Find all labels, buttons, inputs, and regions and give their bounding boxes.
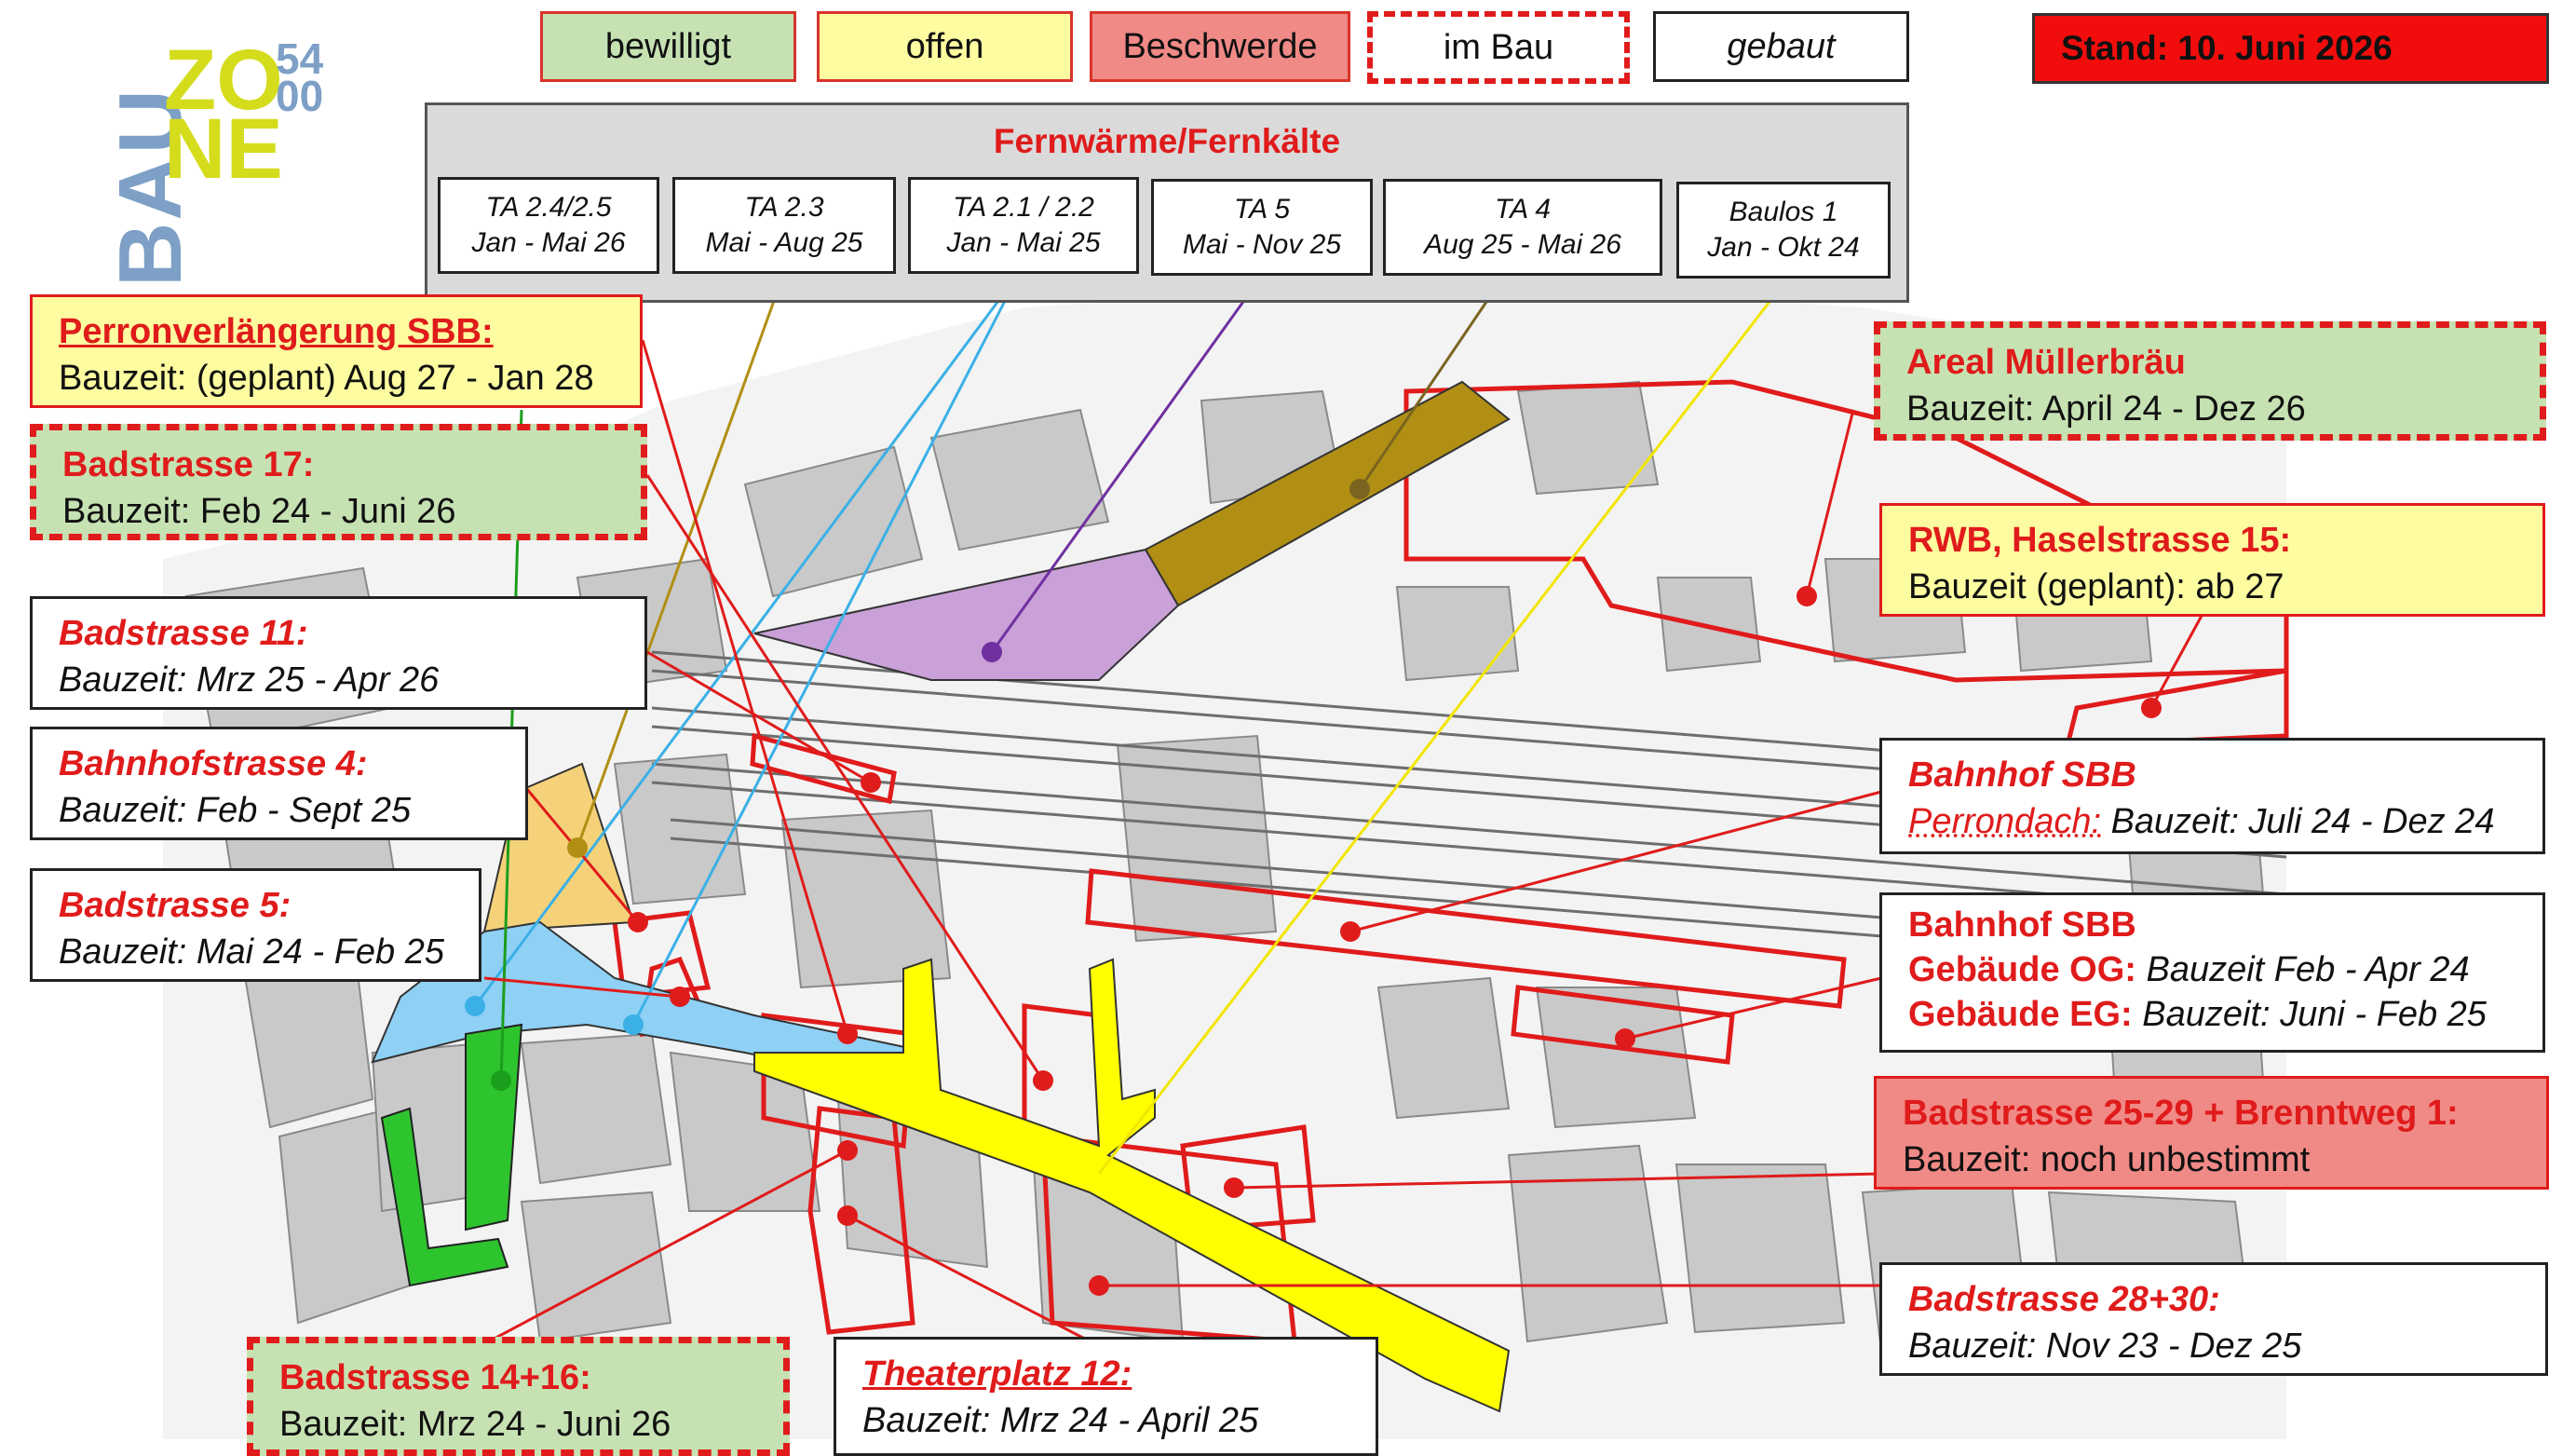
legend-beschwerde: Beschwerde	[1090, 11, 1350, 82]
label-badstrasse-28-30: Badstrasse 28+30: Bauzeit: Nov 23 - Dez …	[1879, 1262, 2548, 1376]
label-time: Bauzeit: Mrz 25 - Apr 26	[59, 660, 440, 700]
ta-section-5: Baulos 1 Jan - Okt 24	[1676, 182, 1891, 279]
label-sub: Perrondach:	[1908, 802, 2102, 841]
label-time: Bauzeit: April 24 - Dez 26	[1906, 389, 2306, 429]
logo-ne: NE	[164, 102, 283, 197]
label-badstrasse-11: Badstrasse 11: Bauzeit: Mrz 25 - Apr 26	[30, 596, 647, 710]
label-title: RWB, Haselstrasse 15:	[1908, 521, 2292, 560]
ta-section-name: TA 5	[1233, 194, 1290, 225]
ta-section-3: TA 5 Mai - Nov 25	[1151, 179, 1373, 276]
label-title: Badstrasse 5:	[59, 886, 291, 925]
label-time: Bauzeit: noch unbestimmt	[1903, 1140, 2311, 1179]
legend-offen-label: offen	[905, 26, 984, 66]
ta-section-name: TA 4	[1494, 194, 1551, 225]
label-title: Theaterplatz 12:	[862, 1354, 1132, 1394]
label-bahnhof-sbb-perrondach: Bahnhof SBB Perrondach: Bauzeit: Juli 24…	[1879, 738, 2545, 854]
ta-section-name: TA 2.3	[744, 192, 824, 223]
label-rwb-haselstrasse: RWB, Haselstrasse 15: Bauzeit (geplant):…	[1879, 503, 2545, 617]
zone-purple-ta5	[753, 548, 1180, 681]
label-areal-muellerbraeu: Areal Müllerbräu Bauzeit: April 24 - Dez…	[1874, 321, 2546, 441]
label-og-time: Bauzeit Feb - Apr 24	[2135, 950, 2470, 989]
label-title: Badstrasse 17:	[62, 445, 315, 484]
legend-offen: offen	[817, 11, 1073, 82]
label-perronverlaengerung: Perronverlängerung SBB: Bauzeit: (geplan…	[30, 294, 643, 408]
label-eg-title: Gebäude EG:	[1908, 995, 2133, 1034]
label-time: Bauzeit: Nov 23 - Dez 25	[1908, 1327, 2302, 1366]
label-time: Bauzeit (geplant): ab 27	[1908, 567, 2285, 606]
legend-im-bau: im Bau	[1367, 11, 1630, 84]
label-time-text: Bauzeit: Juli 24 - Dez 24	[2101, 802, 2495, 841]
label-title: Bahnhofstrasse 4:	[59, 744, 368, 783]
zone-green-bad	[380, 1107, 509, 1287]
label-title: Areal Müllerbräu	[1906, 343, 2186, 382]
ta-section-period: Mai - Aug 25	[705, 227, 863, 258]
label-badstrasse-5: Badstrasse 5: Bauzeit: Mai 24 - Feb 25	[30, 868, 481, 982]
ta-section-period: Jan - Okt 24	[1707, 232, 1860, 263]
location-dots	[465, 479, 2162, 1296]
label-bahnhof-sbb-gebaeude: Bahnhof SBB Gebäude OG: Bauzeit Feb - Ap…	[1879, 892, 2545, 1053]
ta-section-name: TA 2.4/2.5	[485, 192, 612, 223]
label-title: Badstrasse 11:	[59, 614, 308, 653]
label-eg: Gebäude EG: Bauzeit: Juni - Feb 25	[1908, 992, 2516, 1037]
logo-00: 00	[276, 72, 324, 120]
label-badstrasse-14-16: Badstrasse 14+16: Bauzeit: Mrz 24 - Juni…	[247, 1337, 790, 1456]
legend-bewilligt: bewilligt	[540, 11, 796, 82]
legend-gebaut: gebaut	[1653, 11, 1909, 82]
ta-section-period: Mai - Nov 25	[1182, 229, 1342, 260]
label-time: Bauzeit: Feb - Sept 25	[59, 791, 412, 830]
label-time: Bauzeit: Feb 24 - Juni 26	[62, 492, 456, 531]
ta-section-4: TA 4 Aug 25 - Mai 26	[1383, 179, 1662, 276]
label-time: Bauzeit: Mrz 24 - April 25	[862, 1401, 1259, 1440]
label-title: Badstrasse 14+16:	[279, 1358, 591, 1397]
label-eg-time: Bauzeit: Juni - Feb 25	[2132, 995, 2487, 1034]
label-badstrasse-25-29: Badstrasse 25-29 + Brenntweg 1: Bauzeit:…	[1874, 1076, 2549, 1190]
label-time: Bauzeit: (geplant) Aug 27 - Jan 28	[59, 359, 594, 398]
ta-section-period: Aug 25 - Mai 26	[1424, 229, 1621, 260]
label-time: Perrondach: Bauzeit: Juli 24 - Dez 24	[1908, 798, 2516, 845]
label-title: Badstrasse 28+30:	[1908, 1280, 2220, 1319]
label-og: Gebäude OG: Bauzeit Feb - Apr 24	[1908, 947, 2516, 992]
label-title: Perronverlängerung SBB:	[59, 312, 494, 351]
legend-bewilligt-label: bewilligt	[604, 26, 732, 66]
label-og-title: Gebäude OG:	[1908, 950, 2136, 989]
label-theaterplatz-12: Theaterplatz 12: Bauzeit: Mrz 24 - April…	[834, 1337, 1378, 1456]
label-bahnhofstrasse-4: Bahnhofstrasse 4: Bauzeit: Feb - Sept 25	[30, 727, 528, 840]
stand-date-text: Stand: 10. Juni 2026	[2061, 29, 2393, 67]
legend-im-bau-label: im Bau	[1443, 27, 1554, 67]
logo-zo: ZO	[164, 33, 283, 128]
legend-gebaut-label: gebaut	[1727, 26, 1836, 66]
bauzone-logo: BAU ZO NE 54 00	[75, 33, 354, 287]
ta-section-name: Baulos 1	[1729, 197, 1838, 227]
fernwaerme-title: Fernwärme/Fernkälte	[993, 122, 1341, 160]
ta-section-period: Jan - Mai 26	[471, 227, 626, 258]
ta-section-period: Jan - Mai 25	[946, 227, 1101, 258]
label-time: Bauzeit: Mrz 24 - Juni 26	[279, 1405, 671, 1444]
stand-date-badge: Stand: 10. Juni 2026	[2032, 13, 2549, 84]
ta-section-name: TA 2.1 / 2.2	[953, 192, 1094, 223]
label-title: Bahnhof SBB	[1908, 905, 2136, 945]
label-time: Bauzeit: Mai 24 - Feb 25	[59, 932, 444, 972]
legend-beschwerde-label: Beschwerde	[1122, 26, 1318, 66]
label-title: Bahnhof SBB	[1908, 755, 2136, 795]
logo-54: 54	[276, 34, 324, 83]
label-title: Badstrasse 25-29 + Brenntweg 1:	[1903, 1094, 2459, 1133]
label-badstrasse-17: Badstrasse 17: Bauzeit: Feb 24 - Juni 26	[30, 424, 647, 540]
